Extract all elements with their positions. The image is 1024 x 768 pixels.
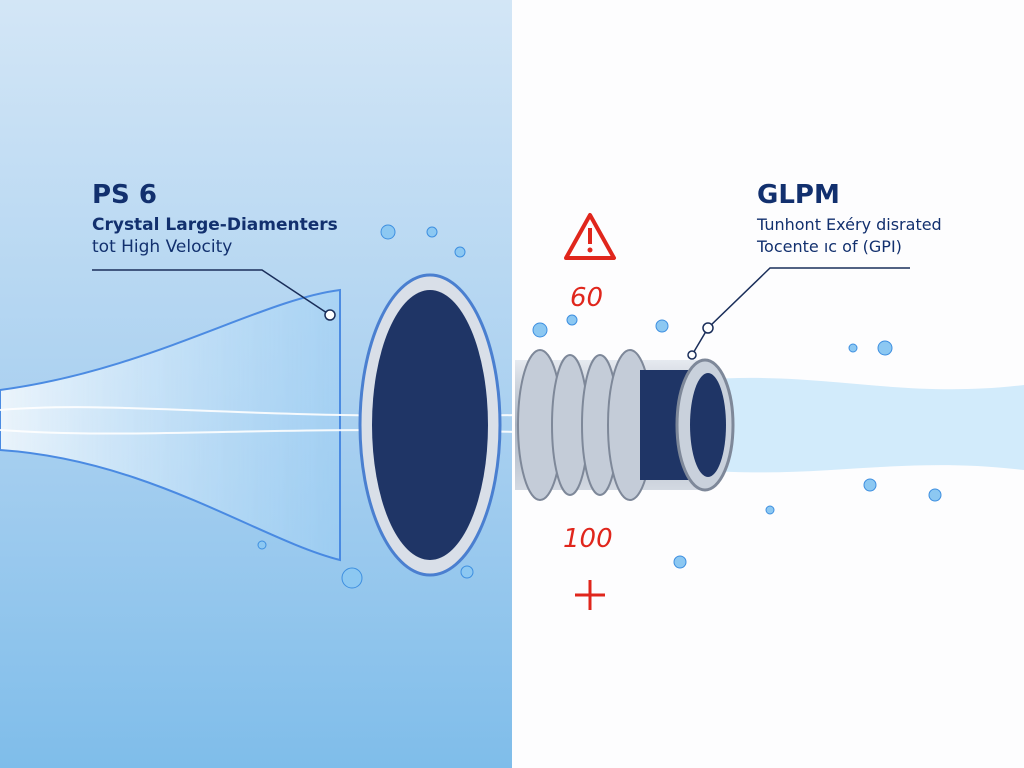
right-callout-line1: Tunhont Exéry disrated: [757, 215, 942, 234]
left-callout-line: [92, 269, 331, 316]
funnel-opening: [372, 290, 488, 560]
left-callout-title: PS 6: [92, 180, 157, 210]
left-callout-line1: Crystal Large-Diamenters: [92, 215, 338, 235]
warning-triangle-icon: [564, 213, 616, 260]
plus-icon: [575, 580, 605, 610]
right-callout-title: GLPM: [757, 180, 840, 210]
inflow-cone: [0, 288, 341, 562]
top-value-label: 60: [570, 283, 604, 313]
water-droplets: [257, 224, 942, 589]
right-callout-line2: Tocente ıc of (GPI): [757, 237, 902, 256]
outflow-stream: [700, 377, 1024, 473]
left-callout-line2: tot High Velocity: [92, 237, 233, 257]
right-callout-line: [691, 267, 910, 356]
bottom-value-label: 100: [563, 524, 613, 554]
